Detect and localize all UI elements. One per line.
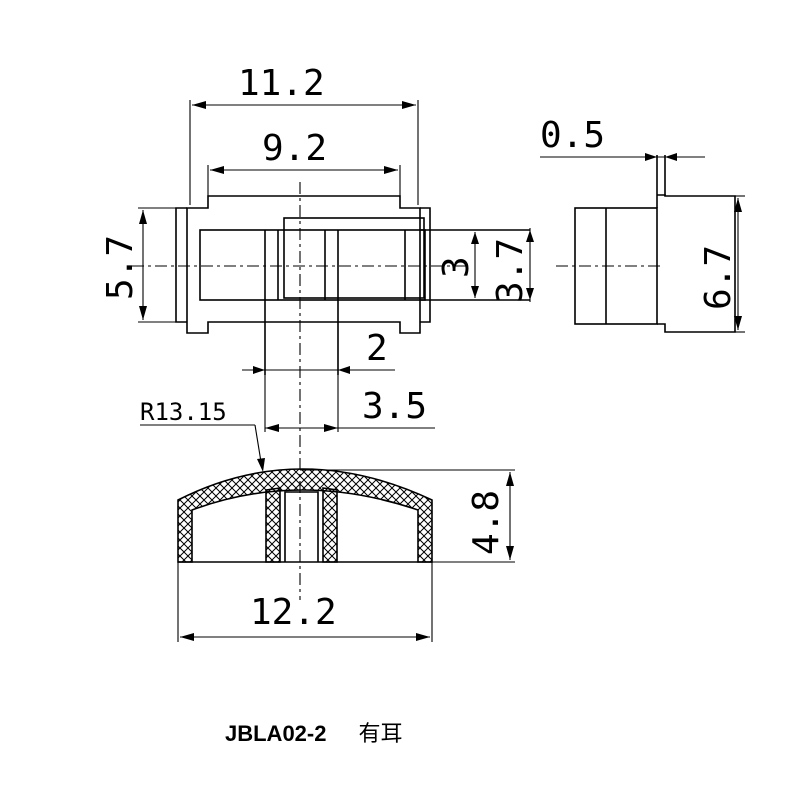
dim-radius: R13.15 (140, 398, 265, 472)
dim-label-radius: R13.15 (140, 398, 227, 426)
section-shell (177, 468, 433, 563)
dim-label-inner-width: 9.2 (262, 128, 327, 169)
dim-slot-width: 2 (242, 328, 395, 374)
caption-note: 有耳 (358, 722, 403, 747)
dim-label-stem-width: 3.5 (362, 386, 427, 427)
inner-window (199, 229, 426, 301)
dim-label-slot-width: 2 (366, 328, 388, 369)
dim-label-side-height: 6.7 (698, 245, 739, 310)
top-view-outline (186, 195, 421, 334)
dim-stem-width: 3.5 (264, 375, 435, 432)
dim-label-cap-width: 12.2 (250, 592, 337, 633)
section-view (177, 468, 433, 642)
dim-side-height: 6.7 (698, 195, 745, 333)
dim-label-height-left: 5.7 (100, 235, 141, 300)
side-view (556, 155, 736, 333)
drawing-caption: JBLA02-2 有耳 (225, 716, 403, 748)
stem-region (283, 217, 425, 299)
ear-left (175, 207, 187, 323)
part-number: JBLA02-2 (225, 721, 327, 746)
dim-label-thickness: 0.5 (540, 115, 605, 156)
dim-cap-height: 4.8 (300, 469, 515, 563)
dim-cap-width: 12.2 (180, 592, 430, 641)
ear-right (420, 207, 431, 323)
dim-thickness: 0.5 (540, 115, 705, 161)
dim-inner-width: 9.2 (207, 128, 401, 196)
rib-right (322, 487, 338, 563)
dim-label-cap-height: 4.8 (466, 490, 507, 555)
dim-height-left: 5.7 (100, 207, 176, 323)
section-stem (284, 491, 319, 562)
dim-stem-height: 3.7 (490, 228, 534, 303)
dim-label-outer-width: 11.2 (238, 63, 325, 104)
rib-left (265, 487, 281, 563)
dim-label-stem-height: 3.7 (490, 238, 531, 303)
dim-label-window-height: 3 (436, 256, 477, 278)
dim-outer-width: 11.2 (189, 63, 419, 205)
top-view (132, 182, 530, 600)
dim-window-height: 3 (436, 232, 479, 298)
